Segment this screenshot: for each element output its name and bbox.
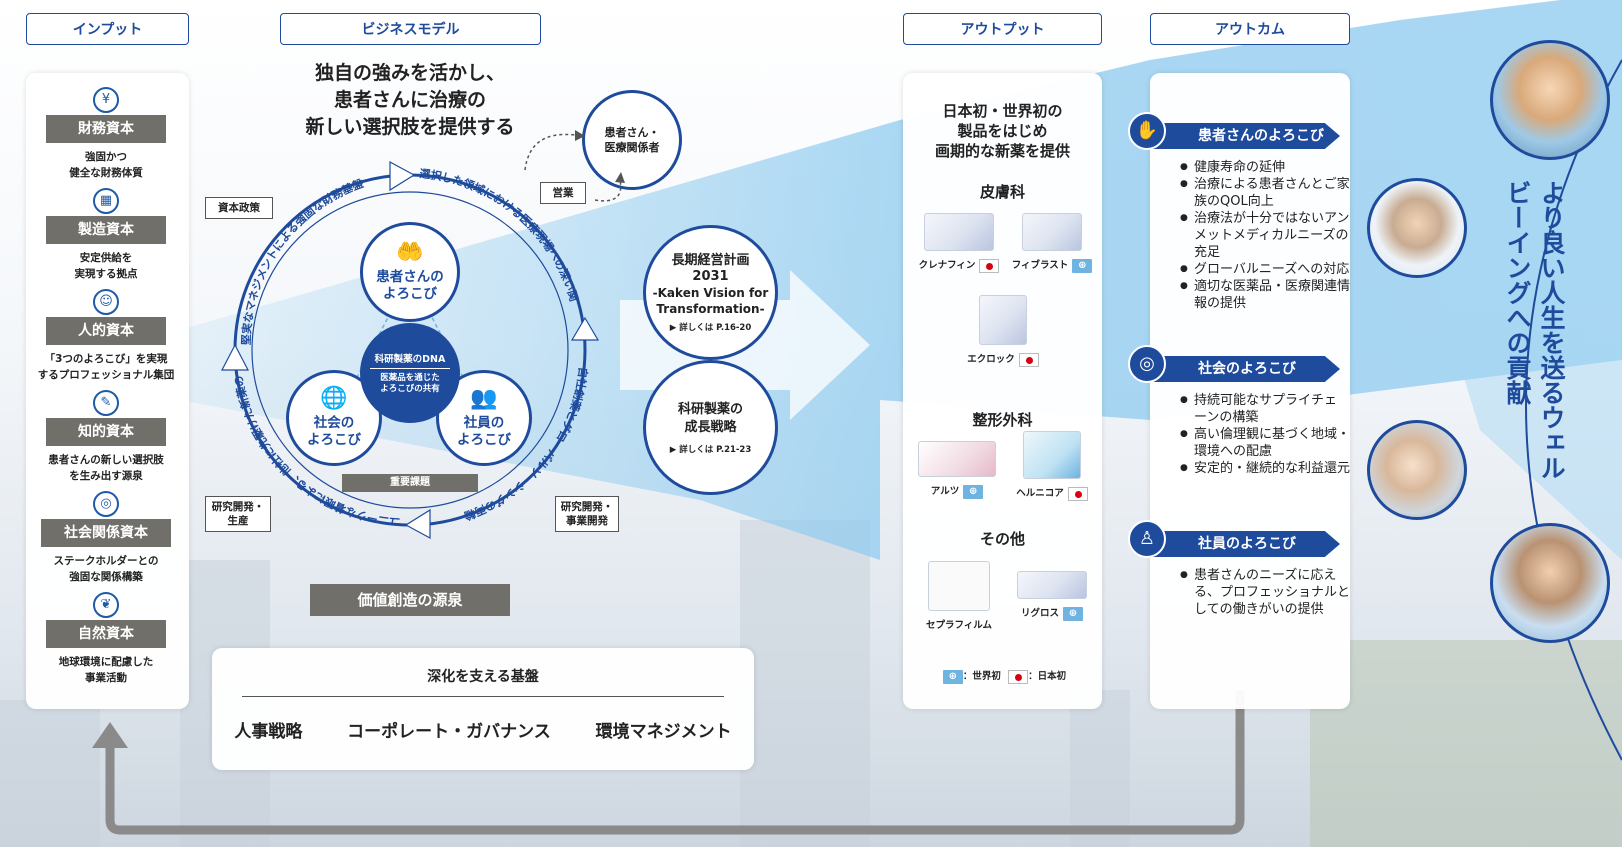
world-first-icon: ⊕ [1063,606,1083,621]
globe-icon: ◎ [93,491,119,517]
product-seprafilm: セプラフィルム [915,561,1003,631]
patients-dotted-arrows [524,130,625,202]
capital-human: ☺ 人的資本 「3つのよろこび」を実現するプロフェッショナル集団 [26,289,186,383]
label-sales: 営業 [540,182,586,204]
capital-social: ◎ 社会関係資本 ステークホルダーとの強固な関係構築 [26,491,186,585]
knowledge-icon: ✎ [93,390,119,416]
capital-intellectual: ✎ 知的資本 患者さんの新しい選択肢を生み出す源泉 [26,390,186,484]
japan-flag-icon [1018,352,1039,367]
product-herniqore: ヘルニコア [1008,431,1096,501]
employees-icon: ♙ [1128,520,1166,558]
category-dermatology: 皮膚科 [979,183,1025,201]
header-outcome: アウトカム [1150,13,1350,45]
japan-flag-icon [1067,486,1088,501]
product-artz: アルツ⊕ [913,441,1001,499]
header-output: アウトプット [903,13,1102,45]
hand-pill-icon: 🤲 [396,240,424,265]
product-fiblast: フィブラスト⊕ [1008,213,1096,273]
photo-couple [1490,523,1610,643]
foundation-environment: 環境マネジメント [595,722,732,742]
employees-icon: 👥 [470,386,498,411]
finance-icon: ¥ [93,87,119,113]
world-first-icon: ⊕ [942,669,963,684]
world-first-icon: ⊕ [1072,258,1093,273]
plan-2031-link[interactable]: ▶ 詳しくは P.16-20 [669,322,752,333]
globe-people-icon: ◎ [1128,345,1166,383]
product-legend: ⊕：世界初 ：日本初 [903,668,1102,684]
node-patients-medical: 患者さん・医療関係者 [582,90,682,190]
people-icon: ☺ [93,289,119,315]
outcome-society-list: 持続可能なサプライチェーンの構築 高い倫理観に基づく地域・環境への配慮 安定的・… [1180,392,1350,477]
hand-pill-icon: ✋ [1128,112,1166,150]
japan-flag-icon [1008,669,1029,684]
capital-natural: ❦ 自然資本 地球環境に配慮した事業活動 [26,592,186,686]
product-ecclock: エクロック [959,295,1047,367]
outcome-employees-list: 患者さんのニーズに応える、プロフェッショナルとしての働きがいの提供 [1180,567,1350,618]
joy-patients: 🤲 患者さんのよろこび [360,222,460,322]
label-rd-bizdev: 研究開発・事業開発 [555,496,619,532]
wellbeing-arc [1525,59,1622,761]
category-orthopedics: 整形外科 [972,411,1033,429]
plan-growth-link[interactable]: ▶ 詳しくは P.21-23 [669,444,752,455]
leaf-hand-icon: ❦ [93,592,119,618]
capital-financial: ¥ 財務資本 強固かつ健全な財務体質 [26,87,186,181]
outcome-panel: 患者さんのよろこび 健康寿命の延伸 治療による患者さんとご家族のQOL向上 治療… [1150,73,1350,709]
label-capital-policy: 資本政策 [205,197,273,219]
japan-flag-icon [979,258,1000,273]
label-rd-production: 研究開発・生産 [205,496,271,532]
product-ligross: リグロス⊕ [1008,571,1096,621]
wellbeing-text: より良い人生を送るウェルビーイングへの貢献 [1503,180,1566,480]
foundation-panel: 深化を支える基盤 人事戦略 コーポレート・ガバナンス 環境マネジメント [212,648,754,770]
output-panel: 日本初・世界初の 製品をはじめ 画期的な新薬を提供 皮膚科 クレナフィン フィブ… [903,73,1102,709]
plan-2031: 長期経営計画 2031 -Kaken Vision for Transforma… [643,225,778,360]
category-other: その他 [979,530,1025,548]
input-panel: ¥ 財務資本 強固かつ健全な財務体質 ▦ 製造資本 安定供給を実現する拠点 ☺ … [26,73,189,709]
header-business-model: ビジネスモデル [280,13,541,45]
value-source-bar: 価値創造の源泉 [310,584,510,616]
capital-manufacturing: ▦ 製造資本 安定供給を実現する拠点 [26,188,186,282]
product-clenafin: クレナフィン [915,213,1003,273]
center-dna: 科研製薬のDNA 医薬品を通じたよろこびの共有 [360,323,460,423]
outcome-patients-banner: 患者さんのよろこび [1150,123,1340,149]
foundation-governance: コーポレート・ガバナンス [347,722,551,742]
foundation-hr: 人事戦略 [234,722,303,742]
outcome-patients-list: 健康寿命の延伸 治療による患者さんとご家族のQOL向上 治療法が十分ではないアン… [1180,159,1350,312]
world-first-icon: ⊕ [963,484,984,499]
photo-family [1490,40,1610,160]
factory-icon: ▦ [93,188,119,214]
globe-people-icon: 🌐 [320,386,348,411]
photo-grandparent [1367,420,1467,520]
plan-growth-strategy: 科研製薬の 成長戦略 ▶ 詳しくは P.21-23 [643,360,778,495]
output-headline: 日本初・世界初の 製品をはじめ 画期的な新薬を提供 [934,102,1070,160]
outcome-employees-banner: 社員のよろこび [1150,531,1340,557]
key-issues-label: 重要課題 [342,474,478,492]
photo-doctor [1367,178,1467,278]
business-headline: 独自の強みを活かし、 患者さんに治療の 新しい選択肢を提供する [305,62,515,138]
outcome-society-banner: 社会のよろこび [1150,356,1340,382]
header-input: インプット [26,13,189,45]
